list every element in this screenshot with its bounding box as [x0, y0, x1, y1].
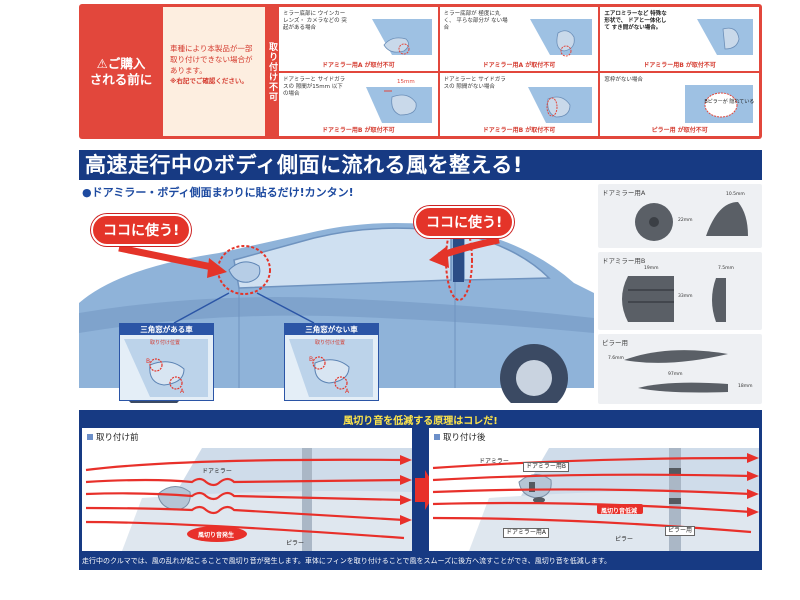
- headline-banner: 高速走行中のボディ側面に流れる風を整える!: [79, 150, 762, 180]
- part-name: ピラー用: [602, 339, 628, 347]
- mirror-a-part-illustration: [635, 202, 748, 241]
- use-here-callout-left: ココに使う!: [91, 214, 192, 246]
- warning-case: ドアミラーと サイドガラスの 隙間がない場合 ドアミラー用B が取付不可: [439, 72, 599, 136]
- after-installation-panel: 取り付け後: [429, 428, 759, 551]
- gap-dimension-label: 15mm: [397, 78, 415, 85]
- inset-with-vent-window: 三角窓がある車 B A 取り付け位置: [119, 323, 214, 401]
- warning-heading: ⚠ご購入 される前に: [79, 4, 163, 139]
- warning-case: 窓枠がない場合 Bピラーが 隠れている ピラー用 が取付不可: [600, 72, 759, 136]
- warning-case-footer: ドアミラー用B が取付不可: [322, 127, 395, 134]
- warning-case-text: ミラー底部が 極度に丸く、 平らな部分が ない場合: [443, 11, 508, 31]
- warning-case: ミラー底部が 極度に丸く、 平らな部分が ない場合 ドアミラー用A が取付不可: [439, 7, 599, 71]
- warning-case: エアロミラーなど 特殊な形状で、 ドアと一体化して すき間がない場合。 ドアミラ…: [600, 7, 759, 71]
- warning-case-text: ドアミラーと サイドガラスの 隙間が15mm 以下の場合: [283, 76, 346, 97]
- pillar-label: ピラー: [615, 536, 634, 543]
- part-dimension: 7.5mm: [718, 266, 734, 271]
- mirror-a-label: ドアミラー用A: [503, 528, 549, 538]
- svg-text:B: B: [146, 358, 150, 365]
- warning-case: ミラー底部に ウインカーレンズ・ カメラなどの 突起がある場合 ドアミラー用A …: [279, 7, 438, 71]
- inset-title: 三角窓がない車: [285, 324, 378, 335]
- before-label: 取り付け前: [87, 431, 139, 443]
- no-vent-window-mirror-illustration: B A: [289, 339, 373, 397]
- smooth-airflow-illustration: [432, 448, 759, 551]
- use-here-callout-right: ココに使う!: [414, 206, 515, 238]
- warning-case-footer: ドアミラー用B が取付不可: [482, 127, 556, 134]
- warning-case: ドアミラーと サイドガラスの 隙間が15mm 以下の場合 15mm ドアミラー用…: [279, 72, 438, 136]
- warning-case-text: ドアミラーと サイドガラスの 隙間がない場合: [443, 76, 506, 90]
- part-name: ドアミラー用A: [602, 189, 646, 197]
- purchase-warning-panel: ⚠ご購入 される前に 車種により本製品が一部取り付けできない場合があります。 ※…: [79, 4, 762, 139]
- pillar-part-illustration: [624, 350, 728, 393]
- principle-title: 風切り音を低減する原理はコレだ!: [343, 416, 498, 427]
- warning-case-text: ミラー底部に ウインカーレンズ・ カメラなどの 突起がある場合: [283, 11, 347, 31]
- svg-text:A: A: [180, 388, 185, 395]
- warning-desc-note: ※右記でご確認ください。: [170, 77, 248, 85]
- part-pillar: ピラー用 7.6mm 97mm 18mm: [598, 334, 762, 404]
- aero-mirror-illustration: [697, 19, 753, 55]
- part-dimension: 19mm: [644, 266, 659, 271]
- parts-sidebar: ドアミラー用A 10.5mm 22mm ドアミラー用B 19mm 7.5mm 3…: [598, 184, 762, 404]
- mirror-b-part-illustration: [622, 276, 726, 322]
- inset-title: 三角窓がある車: [120, 324, 213, 335]
- no-gap-mirror-illustration: [528, 86, 593, 123]
- svg-text:A: A: [345, 388, 350, 395]
- car-illustration-area: ココに使う! ココに使う! 三角窓がある車 B A 取り付け位置 三角窓がない車…: [79, 198, 594, 403]
- mirror-protrusion-illustration: [371, 19, 432, 55]
- warning-case-footer: ドアミラー用B が取付不可: [643, 61, 716, 69]
- headline-subtitle: ●ドアミラー・ボディ側面まわりに貼るだけ!カンタン!: [82, 186, 354, 199]
- principle-explanation: 走行中のクルマでは、風の乱れが起こることで風切り音が発生します。車体にフィンを取…: [82, 557, 611, 565]
- warning-case-footer: ドアミラー用A が取付不可: [482, 61, 556, 69]
- part-mirror-b: ドアミラー用B 19mm 7.5mm 33mm: [598, 252, 762, 330]
- noise-reduction-principle: 風切り音を低減する原理はコレだ! 取り付け前 ドアミラー: [79, 410, 762, 570]
- mirror-gap-illustration: [365, 86, 432, 123]
- turbulent-airflow-illustration: [85, 448, 412, 551]
- pillar-hidden-bubble: Bピラーが 隠れている: [704, 98, 755, 105]
- warning-description: 車種により本製品が一部取り付けできない場合があります。 ※右記でご確認ください。: [163, 7, 265, 136]
- inset-position-label: 取り付け位置: [315, 340, 346, 346]
- warning-case-text: 窓枠がない場合: [604, 76, 643, 83]
- part-dimension: 7.6mm: [608, 356, 624, 361]
- transition-arrow: [415, 470, 437, 510]
- warning-case-text: エアロミラーなど 特殊な形状で、 ドアと一体化して すき間がない場合。: [604, 11, 667, 31]
- part-dimension: 18mm: [738, 384, 753, 389]
- part-dimension: 33mm: [678, 294, 693, 299]
- mirror-label: ドアミラー: [479, 458, 509, 465]
- noise-reduced-label: 風切り音低減: [601, 508, 638, 515]
- pillar-part-label: ピラー用: [665, 526, 696, 536]
- round-mirror-illustration: [530, 19, 593, 57]
- part-mirror-a: ドアミラー用A 10.5mm 22mm: [598, 184, 762, 248]
- vent-window-mirror-illustration: B A: [124, 339, 208, 397]
- warning-side-label: 取り付け不可: [265, 7, 279, 136]
- inset-position-label: 取り付け位置: [150, 340, 181, 346]
- warning-title-line2: される前に: [89, 71, 153, 87]
- before-installation-panel: 取り付け前 ドアミラー 風切り音発生 ピラー: [82, 428, 412, 551]
- pillar-label: ピラー: [286, 540, 305, 547]
- noise-generated-label: 風切り音発生: [198, 532, 235, 539]
- inset-without-vent-window: 三角窓がない車 B A 取り付け位置: [284, 323, 379, 401]
- frameless-window-illustration: [685, 84, 753, 123]
- after-label: 取り付け後: [434, 431, 486, 443]
- part-dimension: 97mm: [668, 372, 683, 377]
- svg-text:B: B: [309, 356, 313, 363]
- warning-desc-text: 車種により本製品が一部取り付けできない場合があります。: [170, 44, 253, 75]
- warning-case-footer: ドアミラー用A が取付不可: [322, 61, 395, 69]
- part-dimension: 10.5mm: [726, 192, 745, 197]
- mirror-b-label: ドアミラー用B: [523, 462, 569, 472]
- warning-cases-grid: ミラー底部に ウインカーレンズ・ カメラなどの 突起がある場合 ドアミラー用A …: [279, 7, 759, 136]
- mirror-label: ドアミラー: [202, 468, 232, 475]
- part-dimension: 22mm: [678, 218, 693, 223]
- warning-title-line1: ⚠ご購入: [96, 55, 146, 71]
- part-name: ドアミラー用B: [602, 257, 646, 265]
- warning-case-footer: ピラー用 が取付不可: [651, 127, 708, 134]
